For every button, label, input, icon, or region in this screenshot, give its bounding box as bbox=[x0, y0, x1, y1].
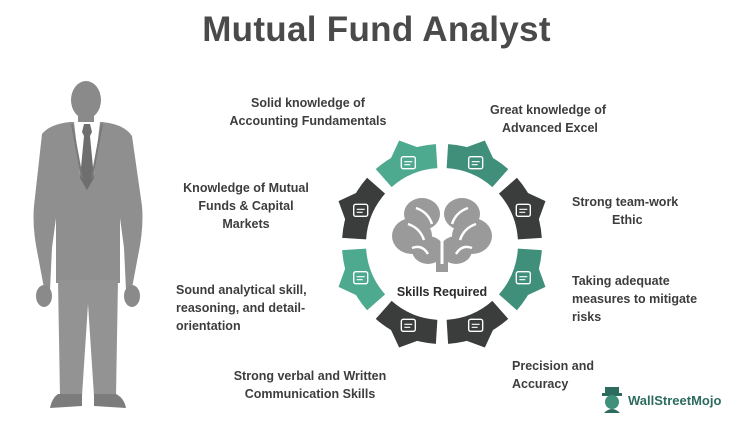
wheel-segment bbox=[342, 177, 386, 240]
skill-icon bbox=[467, 155, 484, 170]
skill-label-line: Ethic bbox=[612, 213, 643, 227]
skill-label-precision: Precision and Accuracy bbox=[512, 357, 632, 393]
wheel-segment bbox=[446, 300, 509, 344]
skill-label-accounting: Solid knowledge of Accounting Fundamenta… bbox=[218, 94, 398, 130]
skill-icon-detail bbox=[356, 276, 365, 281]
skill-icon-detail bbox=[471, 161, 480, 166]
skill-icon bbox=[515, 203, 532, 218]
mojo-mascot-icon bbox=[602, 387, 622, 413]
skill-icon bbox=[400, 155, 417, 170]
skill-label-risk: Taking adequate measures to mitigate ris… bbox=[572, 272, 732, 326]
skill-label-line: Precision and bbox=[512, 359, 594, 373]
skill-icon-detail bbox=[471, 323, 480, 328]
skill-label-line: Advanced Excel bbox=[502, 121, 598, 135]
skill-label-excel: Great knowledge of Advanced Excel bbox=[490, 101, 650, 137]
page-title: Mutual Fund Analyst bbox=[202, 10, 551, 49]
wheel-segment bbox=[342, 248, 386, 311]
wheel-segment-pointer bbox=[465, 328, 494, 348]
skill-icon-detail bbox=[404, 161, 413, 166]
skill-label-line: Strong verbal and Written bbox=[233, 369, 387, 383]
brand-name: WallStreetMojo bbox=[628, 392, 722, 408]
skill-label-line: measures to mitigate bbox=[572, 292, 698, 306]
skill-label-line: Funds & Capital bbox=[198, 199, 294, 213]
skill-label-line: Sound analytical skill, bbox=[176, 283, 307, 297]
skill-icon bbox=[352, 270, 369, 285]
skill-label-analytical: Sound analytical skill, reasoning, and d… bbox=[176, 281, 336, 335]
skill-icon-detail bbox=[404, 323, 413, 328]
skill-label-line: Communication Skills bbox=[244, 387, 376, 401]
wheel-segment-pointer bbox=[390, 328, 419, 348]
skill-label-line: Accounting Fundamentals bbox=[229, 114, 387, 128]
skill-label-line: Accuracy bbox=[512, 377, 569, 391]
skill-icon-detail bbox=[356, 208, 365, 213]
wheel-segment-pointer bbox=[526, 267, 546, 296]
skill-label-mutual-funds: Knowledge of Mutual Funds & Capital Mark… bbox=[176, 179, 316, 233]
skill-label-line: Taking adequate bbox=[572, 274, 670, 288]
skill-label-line: Knowledge of Mutual bbox=[183, 181, 309, 195]
wheel-segment-pointer bbox=[338, 192, 358, 221]
center-label: Skills Required bbox=[397, 285, 487, 299]
wheel-segment bbox=[446, 144, 509, 188]
skill-icon-detail bbox=[519, 208, 528, 213]
skill-label-line: reasoning, and detail- bbox=[176, 301, 306, 315]
skill-icon-detail bbox=[519, 276, 528, 281]
skills-wheel: Skills Required bbox=[338, 140, 546, 348]
wheel-segment-pointer bbox=[338, 267, 358, 296]
skill-label-line: Strong team-work bbox=[572, 195, 679, 209]
wheel-segment bbox=[375, 144, 438, 188]
brain-icon bbox=[392, 198, 492, 272]
skill-label-line: Great knowledge of bbox=[490, 103, 606, 117]
wheel-segment-pointer bbox=[390, 140, 419, 160]
skill-label-line: orientation bbox=[176, 319, 241, 333]
wheel-segment-pointer bbox=[465, 140, 494, 160]
skill-label-communication: Strong verbal and Written Communication … bbox=[210, 367, 410, 403]
skill-icon bbox=[400, 318, 417, 333]
wheel-segment-pointer bbox=[526, 192, 546, 221]
skill-icon bbox=[467, 318, 484, 333]
wheel-segment bbox=[498, 177, 542, 240]
wallstreetmojo-logo: WallStreetMojo bbox=[600, 386, 721, 414]
skill-label-line: risks bbox=[572, 310, 602, 324]
wheel-segment bbox=[375, 300, 438, 344]
businessman-silhouette bbox=[33, 81, 143, 408]
skill-icon bbox=[515, 270, 532, 285]
skill-label-line: Solid knowledge of bbox=[251, 96, 365, 110]
skill-label-teamwork: Strong team-work Ethic bbox=[572, 193, 712, 229]
skill-icon bbox=[352, 203, 369, 218]
skill-label-line: Markets bbox=[222, 217, 270, 231]
